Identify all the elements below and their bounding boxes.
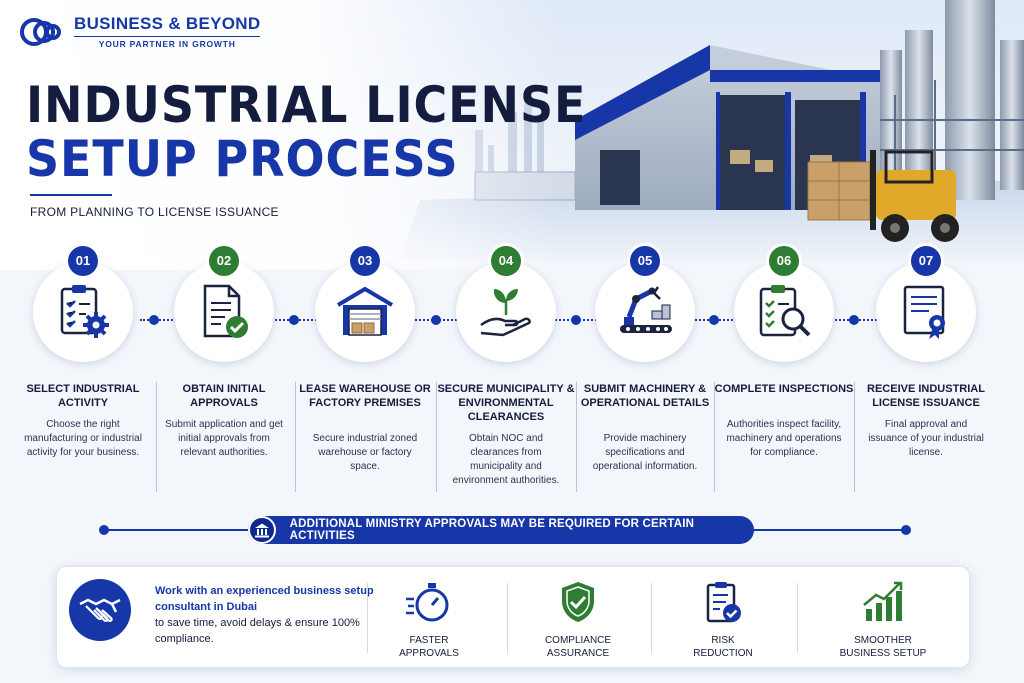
- page-subtitle: FROM PLANNING TO LICENSE ISSUANCE: [30, 205, 279, 219]
- step-description: Submit application and get initial appro…: [165, 419, 283, 458]
- feature-label-line2: ASSURANCE: [546, 648, 610, 659]
- feature-faster-approvals: FASTER APPROVALS: [359, 579, 499, 660]
- clipboard-gear-icon: [60, 285, 109, 338]
- step-title: SECURE MUNICIPALITY & ENVIRONMENTAL CLEA…: [437, 383, 575, 423]
- feature-label-line1: RISK: [711, 635, 735, 646]
- step-number-badge: 07: [911, 246, 941, 276]
- step-description: Authorities inspect facility, machinery …: [726, 419, 842, 458]
- feature-label: FASTER APPROVALS: [359, 634, 499, 660]
- step-separator: [156, 382, 157, 492]
- step-separator: [714, 382, 715, 492]
- step-title: SELECT INDUSTRIAL ACTIVITY: [26, 383, 140, 409]
- header-wash: [0, 0, 560, 270]
- feature-label-line2: REDUCTION: [693, 648, 753, 659]
- card-separator: [507, 583, 508, 653]
- step-title: OBTAIN INITIAL APPROVALS: [182, 383, 266, 409]
- step-icon-circle: [315, 262, 415, 362]
- logo-mark-icon: [20, 17, 61, 46]
- connector-dot: [149, 315, 159, 325]
- bank-building-icon: [248, 516, 276, 544]
- step-description: Obtain NOC and clearances from municipal…: [452, 433, 560, 486]
- feature-label: RISK REDUCTION: [653, 634, 793, 660]
- step-number-badge: 02: [209, 246, 239, 276]
- feature-label-line1: FASTER: [409, 635, 449, 646]
- step-description: Secure industrial zoned warehouse or fac…: [312, 433, 418, 472]
- banner-dot: [901, 525, 911, 535]
- consultant-card: Work with an experienced business setup …: [56, 566, 970, 668]
- brand-logo[interactable]: BUSINESS & BEYOND YOUR PARTNER IN GROWTH: [20, 14, 261, 49]
- step-title: SUBMIT MACHINERY & OPERATIONAL DETAILS: [580, 383, 710, 409]
- feature-label-line1: SMOOTHER: [854, 635, 912, 646]
- feature-label: COMPLIANCE ASSURANCE: [508, 634, 648, 660]
- feature-label: SMOOTHER BUSINESS SETUP: [813, 634, 953, 660]
- connector-dot: [709, 315, 719, 325]
- feature-smoother-business-setup: SMOOTHER BUSINESS SETUP: [813, 579, 953, 660]
- connector-dot: [431, 315, 441, 325]
- banner-dot: [99, 525, 109, 535]
- card-separator: [651, 583, 652, 653]
- card-separator: [797, 583, 798, 653]
- step-icon-circle: [876, 262, 976, 362]
- brand-name: BUSINESS & BEYOND: [74, 14, 261, 33]
- stopwatch-icon: [406, 583, 449, 622]
- consultant-callout-strong: Work with an experienced business setup …: [155, 585, 374, 613]
- step-separator: [295, 382, 296, 492]
- step-separator: [436, 382, 437, 492]
- consultant-callout: Work with an experienced business setup …: [155, 583, 375, 647]
- step-number-badge: 04: [491, 246, 521, 276]
- step-title: LEASE WAREHOUSE OR FACTORY PREMISES: [299, 383, 431, 409]
- clipboard-magnifier-icon: [759, 285, 811, 337]
- shield-check-icon: [562, 582, 594, 622]
- step-icon-circle: [456, 262, 556, 362]
- growth-chart-icon: [863, 581, 903, 621]
- document-check-icon: [203, 284, 248, 338]
- robot-arm-icon: [620, 286, 672, 333]
- step-number-badge: 05: [630, 246, 660, 276]
- feature-label-line1: COMPLIANCE: [544, 635, 612, 646]
- page-title-line2: SETUP PROCESS: [26, 130, 459, 188]
- step-number-badge: 01: [68, 246, 98, 276]
- step-title: RECEIVE INDUSTRIAL LICENSE ISSUANCE: [867, 383, 985, 409]
- handshake-icon: [69, 579, 131, 641]
- step-icon-circle: [734, 262, 834, 362]
- title-divider: [30, 194, 112, 196]
- feature-label-line2: APPROVALS: [399, 648, 459, 659]
- ministry-approvals-banner: ADDITIONAL MINISTRY APPROVALS MAY BE REQ…: [248, 516, 754, 544]
- consultant-callout-rest: to save time, avoid delays & ensure 100%…: [155, 617, 360, 645]
- step-description: Provide machinery specifications and ope…: [592, 433, 698, 472]
- step-icon-circle: [595, 262, 695, 362]
- step-separator: [576, 382, 577, 492]
- step-number-badge: 06: [769, 246, 799, 276]
- banner-text: ADDITIONAL MINISTRY APPROVALS MAY BE REQ…: [289, 518, 695, 542]
- brand-tagline: YOUR PARTNER IN GROWTH: [74, 36, 261, 49]
- page-title-line1: INDUSTRIAL LICENSE: [26, 76, 587, 134]
- feature-label-line2: BUSINESS SETUP: [839, 648, 927, 659]
- process-steps: 01 SELECT INDUSTRIAL ACTIVITY Choose the…: [0, 240, 1024, 510]
- hand-plant-icon: [480, 289, 531, 337]
- card-separator: [367, 583, 368, 653]
- step-separator: [854, 382, 855, 492]
- step-title: COMPLETE INSPECTIONS: [714, 383, 854, 395]
- step-icon-circle: [174, 262, 274, 362]
- step-icon-circle: [33, 262, 133, 362]
- feature-risk-reduction: RISK REDUCTION: [653, 579, 793, 660]
- certificate-icon: [903, 285, 945, 339]
- clipboard-check-icon: [706, 582, 741, 623]
- warehouse-icon: [336, 286, 394, 336]
- connector-dot: [571, 315, 581, 325]
- feature-compliance-assurance: COMPLIANCE ASSURANCE: [508, 579, 648, 660]
- step-description: Final approval and issuance of your indu…: [868, 419, 984, 458]
- connector-dot: [849, 315, 859, 325]
- connector-dot: [289, 315, 299, 325]
- step-number-badge: 03: [350, 246, 380, 276]
- step-description: Choose the right manufacturing or indust…: [24, 419, 142, 458]
